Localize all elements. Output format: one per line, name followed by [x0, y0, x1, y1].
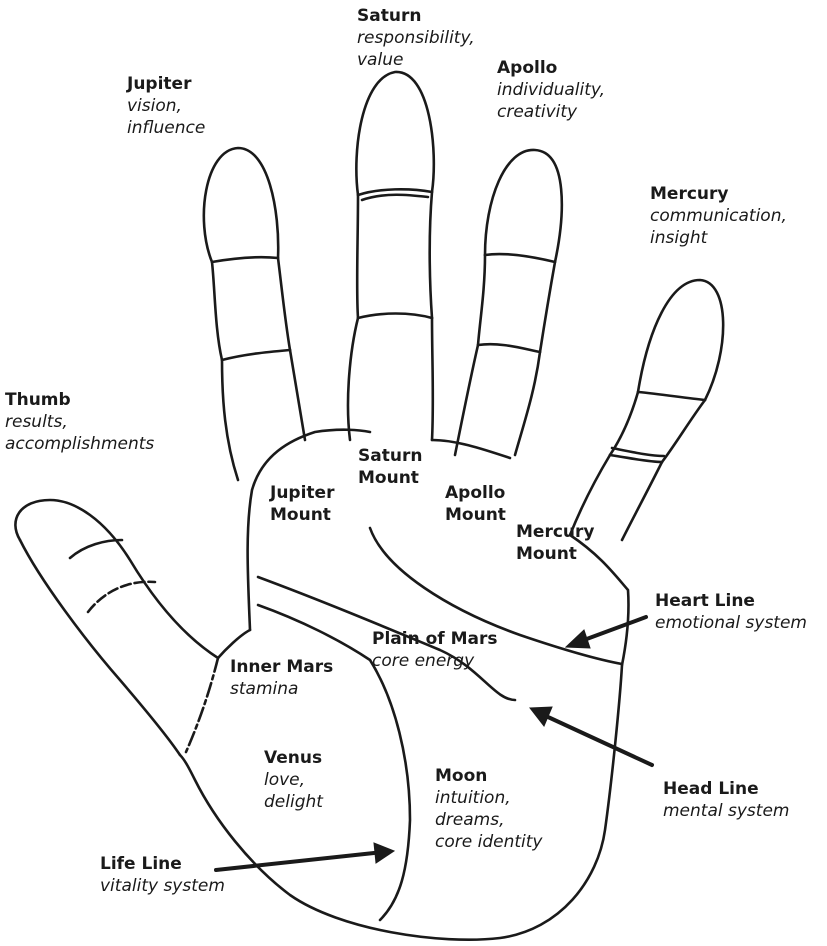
- venus-title: Venus: [264, 747, 323, 769]
- life-line-desc: vitality system: [100, 875, 225, 897]
- mercury-mount-line-2: Mount: [516, 543, 594, 565]
- saturn-desc-1: responsibility,: [357, 27, 475, 49]
- apollo-mount-line-1: Apollo: [445, 482, 506, 504]
- venus-desc-2: delight: [264, 791, 323, 813]
- moon-label: Moon intuition, dreams, core identity: [435, 765, 542, 853]
- heart-line-desc: emotional system: [655, 612, 807, 634]
- mercury-finger-label: Mercury communication, insight: [650, 183, 787, 249]
- saturn-finger: [348, 72, 434, 440]
- jupiter-mount-line-1: Jupiter: [270, 482, 334, 504]
- moon-desc-2: dreams,: [435, 809, 542, 831]
- heart-line-arrow: [566, 617, 646, 648]
- mercury-mount-line-1: Mercury: [516, 521, 594, 543]
- jupiter-desc-2: influence: [127, 117, 205, 139]
- jupiter-finger-label: Jupiter vision, influence: [127, 73, 205, 139]
- saturn-finger-label: Saturn responsibility, value: [357, 5, 475, 71]
- saturn-mount-line-1: Saturn: [358, 445, 422, 467]
- moon-desc-1: intuition,: [435, 787, 542, 809]
- saturn-mount-label: Saturn Mount: [358, 445, 422, 489]
- apollo-desc-2: creativity: [497, 101, 605, 123]
- heart-line-title: Heart Line: [655, 590, 807, 612]
- heart-line-label: Heart Line emotional system: [655, 590, 807, 634]
- apollo-mount-line-2: Mount: [445, 504, 506, 526]
- inner-mars-label: Inner Mars stamina: [230, 656, 333, 700]
- jupiter-mount-label: Jupiter Mount: [270, 482, 334, 526]
- venus-label: Venus love, delight: [264, 747, 323, 813]
- mercury-desc-1: communication,: [650, 205, 787, 227]
- thumb-desc-2: accomplishments: [5, 433, 154, 455]
- mercury-mount-label: Mercury Mount: [516, 521, 594, 565]
- apollo-title: Apollo: [497, 57, 605, 79]
- thumb-label: Thumb results, accomplishments: [5, 389, 154, 455]
- plain-of-mars-title: Plain of Mars: [372, 628, 498, 650]
- moon-title: Moon: [435, 765, 542, 787]
- life-line-arrow: [216, 843, 394, 870]
- plain-of-mars-label: Plain of Mars core energy: [372, 628, 498, 672]
- thumb-title: Thumb: [5, 389, 154, 411]
- apollo-mount-label: Apollo Mount: [445, 482, 506, 526]
- jupiter-mount-line-2: Mount: [270, 504, 334, 526]
- moon-desc-3: core identity: [435, 831, 542, 853]
- mercury-title: Mercury: [650, 183, 787, 205]
- head-line-arrow: [530, 707, 652, 765]
- mercury-desc-2: insight: [650, 227, 787, 249]
- apollo-desc-1: individuality,: [497, 79, 605, 101]
- plain-of-mars-desc: core energy: [372, 650, 498, 672]
- head-line-title: Head Line: [663, 778, 789, 800]
- jupiter-desc-1: vision,: [127, 95, 205, 117]
- mercury-finger: [570, 280, 723, 540]
- saturn-mount-line-2: Mount: [358, 467, 422, 489]
- life-line-label: Life Line vitality system: [100, 853, 225, 897]
- saturn-title: Saturn: [357, 5, 475, 27]
- thumb-outline: [15, 500, 250, 755]
- head-line-label: Head Line mental system: [663, 778, 789, 822]
- apollo-finger: [455, 150, 562, 455]
- venus-desc-1: love,: [264, 769, 323, 791]
- apollo-finger-label: Apollo individuality, creativity: [497, 57, 605, 123]
- saturn-desc-2: value: [357, 49, 475, 71]
- thumb-desc-1: results,: [5, 411, 154, 433]
- jupiter-finger: [204, 148, 305, 480]
- head-line-desc: mental system: [663, 800, 789, 822]
- inner-mars-desc: stamina: [230, 678, 333, 700]
- inner-mars-title: Inner Mars: [230, 656, 333, 678]
- jupiter-title: Jupiter: [127, 73, 205, 95]
- life-line-title: Life Line: [100, 853, 225, 875]
